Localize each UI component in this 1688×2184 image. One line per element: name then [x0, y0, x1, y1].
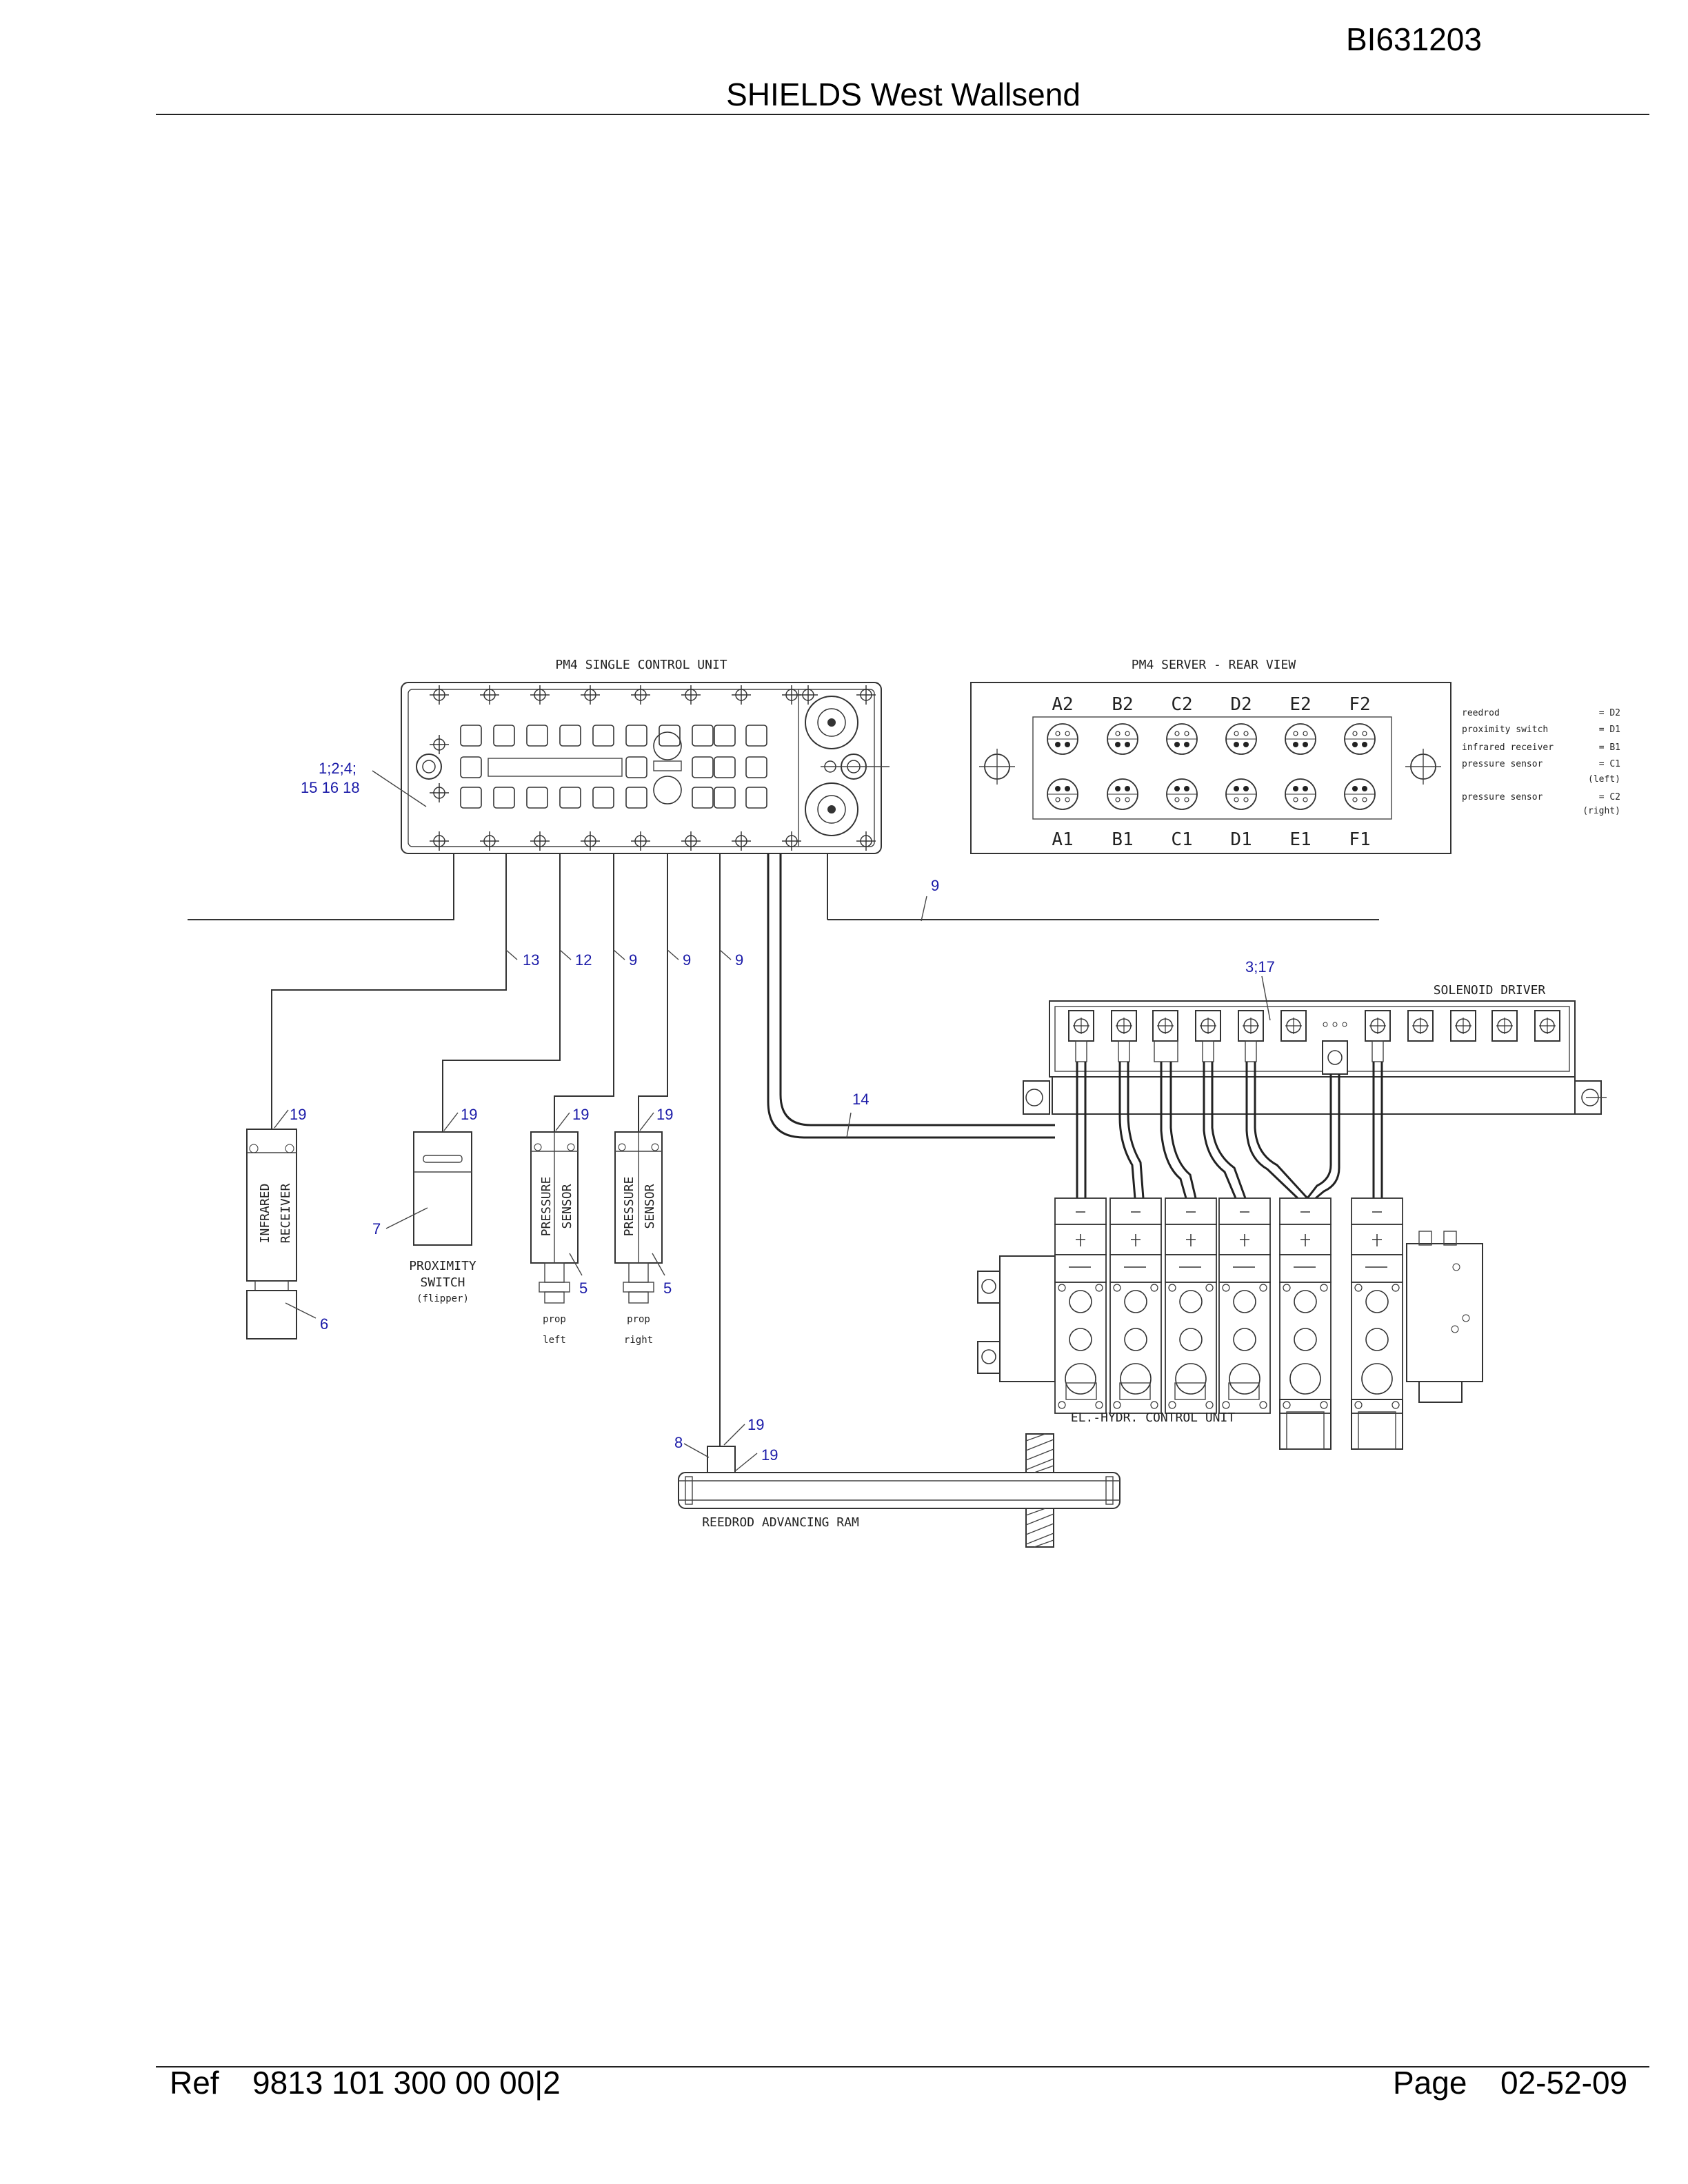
- server-port-label: D2: [1230, 694, 1252, 715]
- callout-19-pressure-left: 19: [572, 1106, 589, 1123]
- legend-code: = C1: [1599, 759, 1620, 769]
- pressure-right-label-2: SENSOR: [643, 1184, 657, 1228]
- prop-right-label-2: right: [624, 1335, 653, 1346]
- ehc-unit-label: EL.-HYDR. CONTROL UNIT: [1071, 1410, 1236, 1425]
- callout-5-right: 5: [663, 1280, 672, 1297]
- server-port-label: E2: [1289, 694, 1311, 715]
- legend-code: = B1: [1599, 742, 1620, 753]
- proximity-switch: [413, 1131, 472, 1246]
- server-rear-view: [970, 682, 1451, 854]
- document-code: BI631203: [1346, 21, 1482, 57]
- server-title: PM4 SERVER - REAR VIEW: [1132, 658, 1296, 672]
- server-port-label: A2: [1052, 694, 1073, 715]
- ram-label: REEDROD ADVANCING RAM: [702, 1515, 859, 1530]
- pressure-left-label-2: SENSOR: [560, 1184, 574, 1228]
- legend-code: = D1: [1599, 725, 1620, 735]
- cables: [188, 853, 1379, 1446]
- callout-1-2-4: 1;2;4;: [319, 760, 356, 777]
- legend-name: reedrod: [1462, 708, 1500, 718]
- server-port-label: C1: [1171, 829, 1192, 850]
- infrared-label-2: RECEIVER: [279, 1183, 293, 1243]
- callout-13: 13: [523, 951, 539, 969]
- legend-name: proximity switch: [1462, 725, 1548, 735]
- solenoid-driver-label: SOLENOID DRIVER: [1434, 983, 1546, 998]
- prop-right-label-1: prop: [627, 1314, 650, 1325]
- reedrod-advancing-ram: [678, 1433, 1121, 1548]
- server-port-label: A1: [1052, 829, 1073, 850]
- pressure-left-label-1: PRESSURE: [539, 1177, 554, 1237]
- server-port-label: B2: [1112, 694, 1133, 715]
- server-port-label: E1: [1289, 829, 1311, 850]
- callout-19-infrared: 19: [290, 1106, 306, 1123]
- callout-19-proximity: 19: [461, 1106, 477, 1123]
- server-port-label: C2: [1171, 694, 1192, 715]
- server-port-label: D1: [1230, 829, 1252, 850]
- server-port-label: F1: [1349, 829, 1370, 850]
- proximity-label-3: (flipper): [416, 1293, 469, 1304]
- legend-code: (right): [1582, 806, 1620, 816]
- control-unit-title: PM4 SINGLE CONTROL UNIT: [555, 658, 727, 672]
- callout-15-16-18: 15 16 18: [301, 779, 360, 796]
- callout-19-ram-top: 19: [747, 1416, 764, 1433]
- callout-9-right: 9: [931, 877, 939, 894]
- infrared-label-1: INFRARED: [258, 1184, 272, 1244]
- server-port-label: B1: [1112, 829, 1133, 850]
- callout-5-left: 5: [579, 1280, 587, 1297]
- callout-9-a: 9: [629, 951, 637, 969]
- control-unit: [401, 682, 890, 854]
- prop-left-label-1: prop: [543, 1314, 566, 1325]
- ref-label: Ref: [170, 2065, 219, 2101]
- callout-6: 6: [320, 1315, 328, 1333]
- callout-19-ram-bottom: 19: [761, 1446, 778, 1464]
- ref-number: 9813 101 300 00 00|2: [252, 2065, 561, 2101]
- proximity-label-2: SWITCH: [420, 1275, 465, 1290]
- callout-7: 7: [372, 1220, 381, 1237]
- proximity-label-1: PROXIMITY: [409, 1259, 476, 1273]
- document-title: SHIELDS West Wallsend: [726, 77, 1081, 112]
- legend-name: infrared receiver: [1462, 742, 1554, 753]
- legend-code: (left): [1588, 774, 1620, 785]
- callout-19-pressure-right: 19: [656, 1106, 673, 1123]
- page-label: Page: [1393, 2065, 1467, 2101]
- server-port-label: F2: [1349, 694, 1370, 715]
- server-port-legend: reedrod = D2 proximity switch = D1 infrared …: [1462, 708, 1620, 816]
- prop-left-label-2: left: [543, 1335, 566, 1346]
- callout-9-b: 9: [683, 951, 691, 969]
- callout-12: 12: [575, 951, 592, 969]
- pressure-sensor-right: [614, 1131, 663, 1304]
- server-top-port-labels: A2 B2 C2 D2 E2 F2: [1052, 694, 1370, 715]
- callout-8: 8: [674, 1434, 683, 1451]
- pressure-sensor-left: [530, 1131, 579, 1304]
- legend-code: = C2: [1599, 792, 1620, 802]
- legend-name: pressure sensor: [1462, 792, 1543, 802]
- infrared-receiver: [246, 1129, 297, 1339]
- callout-3-17: 3;17: [1245, 958, 1275, 975]
- solenoid-driver: [1023, 1000, 1607, 1200]
- legend-name: pressure sensor: [1462, 759, 1543, 769]
- pressure-right-label-1: PRESSURE: [622, 1177, 636, 1237]
- legend-code: = D2: [1599, 708, 1620, 718]
- callout-9-c: 9: [735, 951, 743, 969]
- callout-14: 14: [852, 1091, 869, 1108]
- electro-hydraulic-control-unit: [977, 1197, 1483, 1450]
- page-number: 02-52-09: [1500, 2065, 1628, 2101]
- server-bottom-port-labels: A1 B1 C1 D1 E1 F1: [1052, 829, 1370, 850]
